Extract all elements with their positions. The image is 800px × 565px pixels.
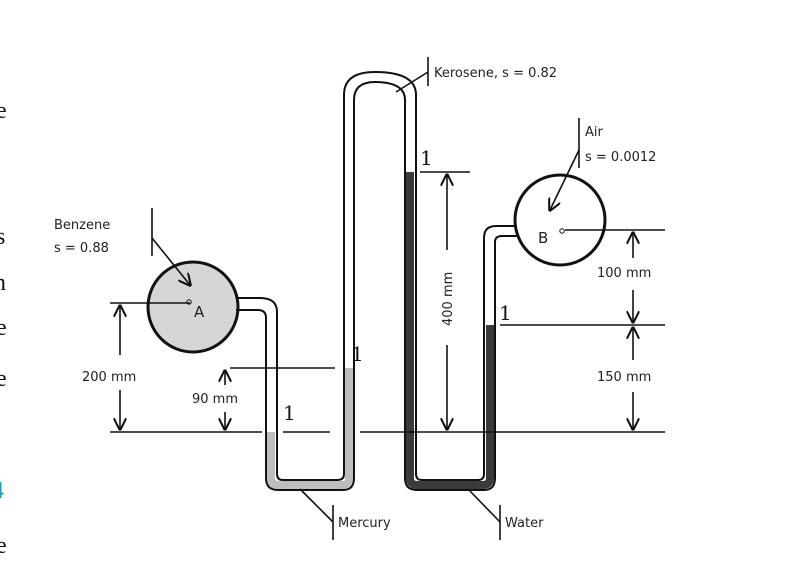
margin-fragment: e (0, 366, 7, 392)
dim-200mm: 200 mm (82, 370, 136, 385)
air-bulb-b (513, 173, 607, 267)
level-marker: 1 (283, 401, 296, 425)
dim-90mm: 90 mm (192, 392, 238, 407)
margin-fragment: e (0, 533, 7, 559)
margin-fragment: s (0, 224, 5, 250)
point-a-marker (186, 299, 192, 305)
benzene-bulb-a (146, 260, 240, 354)
mercury-fill (267, 368, 353, 489)
mercury-leader (299, 488, 334, 523)
margin-fragment: e (0, 98, 7, 124)
level-marker: 1 (499, 301, 512, 325)
air-s-label: s = 0.0012 (585, 150, 656, 165)
manometer-tube (236, 70, 517, 491)
mercury-label: Mercury (338, 516, 391, 531)
dim-400mm: 400 mm (441, 272, 456, 326)
margin-fragment-link: 4 (0, 478, 4, 504)
level-marker: 1 (420, 146, 433, 170)
water-fill (406, 172, 494, 489)
point-a-label: A (194, 303, 205, 321)
point-b-label: B (538, 229, 548, 247)
benzene-s-label: s = 0.88 (54, 241, 109, 256)
dim-100mm: 100 mm (597, 266, 651, 281)
benzene-label: Benzene (54, 218, 110, 233)
dim-150mm: 150 mm (597, 370, 651, 385)
air-leader (550, 149, 580, 210)
kerosene-leader (395, 71, 429, 93)
air-label: Air (585, 125, 604, 140)
level-marker: 1 (351, 342, 364, 366)
benzene-leader (151, 237, 190, 285)
kerosene-label: Kerosene, s = 0.82 (434, 66, 557, 81)
water-label: Water (505, 516, 544, 531)
margin-fragment: e (0, 315, 7, 341)
point-b-marker (559, 228, 565, 234)
margin-fragment: n (0, 270, 6, 296)
water-leader (467, 488, 501, 523)
